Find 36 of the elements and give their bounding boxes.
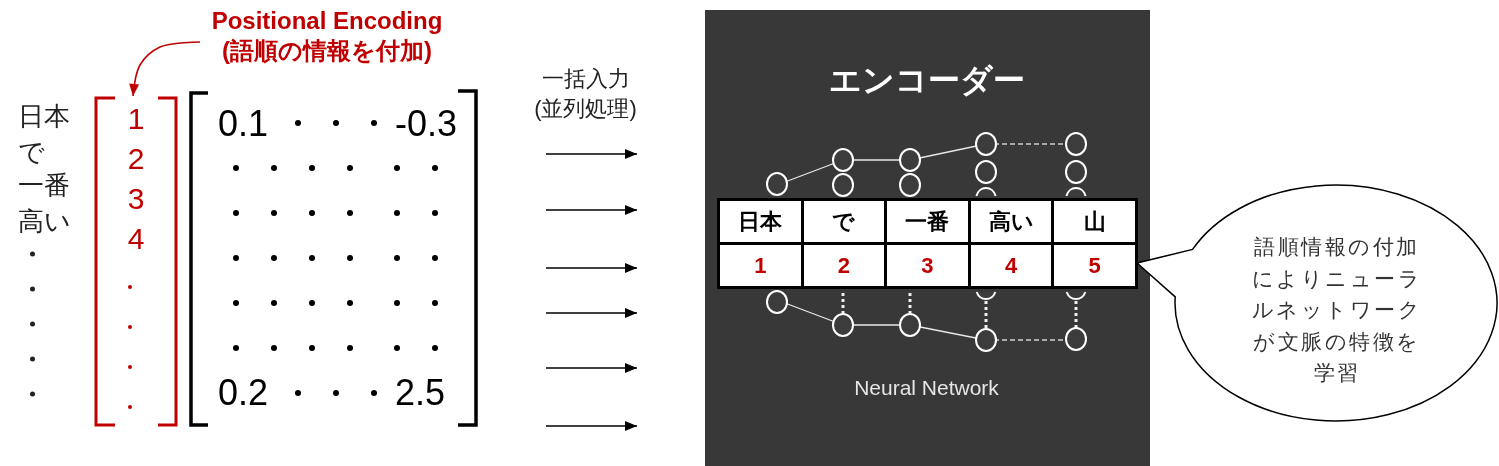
arrow [545, 263, 638, 273]
position-number: 1 [127, 101, 145, 137]
matrix-value: -0.3 [395, 104, 458, 144]
position-number: 3 [127, 181, 145, 217]
bubble-text: 語順情報の付加によりニューラルネットワークが文脈の特徴を学習 [1250, 234, 1424, 386]
table-cell: 山 [1054, 201, 1135, 242]
arrow [545, 421, 638, 431]
table-cell: 1 [720, 245, 801, 286]
table-cell: 4 [970, 245, 1052, 286]
curved-arrow [129, 41, 201, 97]
word-token: 一番 [18, 169, 70, 201]
table-cell: 3 [887, 245, 968, 286]
matrix-value: 0.1 [218, 104, 269, 144]
word-token: 高い [18, 205, 71, 237]
table-cell: 5 [1054, 245, 1135, 286]
annotation-text: Positional Encoding (語順の情報を付加) [200, 6, 454, 68]
arrow [545, 205, 638, 215]
matrix-value: 2.5 [395, 373, 446, 413]
arrow [545, 308, 638, 318]
word-token: 日本 [18, 100, 70, 132]
embedding-matrix [189, 89, 479, 427]
panel-caption: Neural Network [854, 375, 999, 401]
table-cell: 一番 [887, 201, 968, 242]
table-cell: 2 [803, 245, 885, 286]
matrix-value: 0.2 [218, 373, 269, 413]
panel-title: エンコーダー [828, 61, 1025, 100]
word-token: で [18, 136, 45, 168]
input-caption: 一括入力 (並列処理) [533, 65, 638, 123]
position-number: 2 [127, 141, 145, 177]
position-number: 4 [127, 221, 145, 257]
table-cell: で [803, 201, 885, 242]
arrow [545, 363, 638, 373]
table-cell: 日本 [720, 201, 801, 242]
arrow [545, 149, 638, 159]
position-vector [92, 96, 180, 427]
table-cell: 高い [970, 201, 1052, 242]
